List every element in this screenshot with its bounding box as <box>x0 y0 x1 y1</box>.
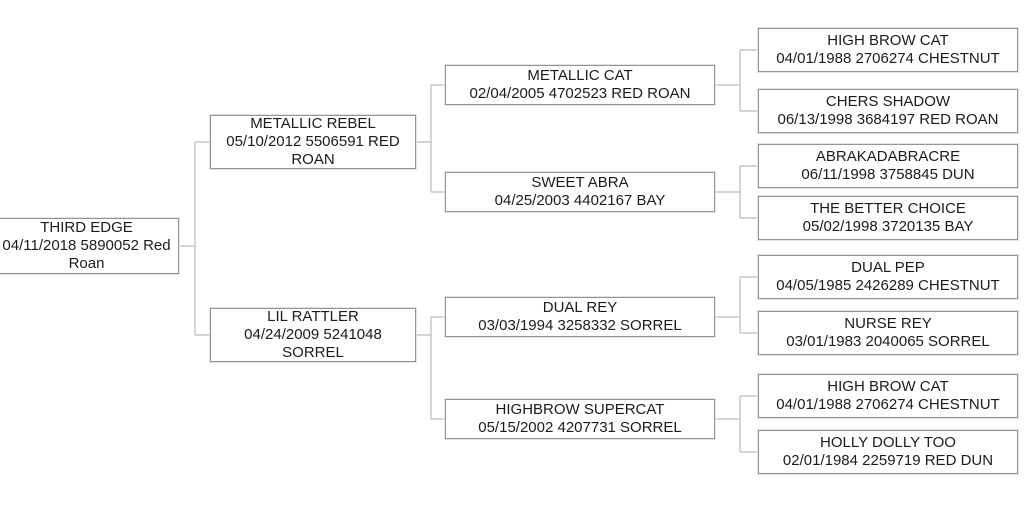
connector-subject-to-parents <box>178 141 211 336</box>
pedigree-node-dam: LIL RATTLER 04/24/2009 5241048 SORREL <box>210 308 416 362</box>
horse-name: DUAL PEP <box>851 259 925 276</box>
horse-name: CHERS SHADOW <box>825 93 951 110</box>
horse-details: 05/02/1998 3720135 BAY <box>802 218 974 235</box>
horse-name: HIGHBROW SUPERCAT <box>495 401 665 418</box>
horse-name: ABRAKADABRACRE <box>815 148 961 165</box>
connector-metallic-cat-to-parents <box>715 49 759 112</box>
horse-details: 06/11/1998 3758845 DUN <box>801 166 975 183</box>
horse-name: NURSE REY <box>844 315 932 332</box>
horse-details: 03/03/1994 3258332 SORREL <box>478 317 682 334</box>
horse-details: 06/13/1998 3684197 RED ROAN <box>777 111 999 128</box>
horse-name: SWEET ABRA <box>531 174 629 191</box>
horse-details: 04/24/2009 5241048 SORREL <box>244 326 382 361</box>
connector-dual-rey-to-parents <box>715 276 759 334</box>
horse-details: 04/11/2018 5890052 Red Roan <box>2 237 171 272</box>
connector-dam-to-grandparents <box>416 316 446 420</box>
horse-details: 04/05/1985 2426289 CHESTNUT <box>776 277 1000 294</box>
horse-name: LIL RATTLER <box>267 308 359 325</box>
pedigree-node-gen4-6: NURSE REY 03/01/1983 2040065 SORREL <box>758 311 1018 355</box>
horse-name: HIGH BROW CAT <box>827 32 949 49</box>
horse-name: HIGH BROW CAT <box>827 378 949 395</box>
pedigree-node-gen4-8: HOLLY DOLLY TOO 02/01/1984 2259719 RED D… <box>758 430 1018 474</box>
pedigree-node-sire-sire: METALLIC CAT 02/04/2005 4702523 RED ROAN <box>445 65 715 105</box>
horse-details: 04/01/1988 2706274 CHESTNUT <box>776 50 1000 67</box>
horse-name: THIRD EDGE <box>40 219 133 236</box>
horse-name: METALLIC REBEL <box>250 115 376 132</box>
connector-sire-to-grandparents <box>416 84 446 193</box>
pedigree-node-gen4-5: DUAL PEP 04/05/1985 2426289 CHESTNUT <box>758 255 1018 299</box>
pedigree-node-gen4-7: HIGH BROW CAT 04/01/1988 2706274 CHESTNU… <box>758 374 1018 418</box>
pedigree-node-dam-sire: DUAL REY 03/03/1994 3258332 SORREL <box>445 297 715 337</box>
horse-name: DUAL REY <box>542 299 618 316</box>
pedigree-node-gen4-3: ABRAKADABRACRE 06/11/1998 3758845 DUN <box>758 144 1018 188</box>
horse-details: 02/04/2005 4702523 RED ROAN <box>469 85 691 102</box>
horse-details: 05/10/2012 5506591 RED ROAN <box>226 133 400 168</box>
pedigree-node-dam-dam: HIGHBROW SUPERCAT 05/15/2002 4207731 SOR… <box>445 399 715 439</box>
horse-details: 02/01/1984 2259719 RED DUN <box>782 452 994 469</box>
horse-name: HOLLY DOLLY TOO <box>820 434 956 451</box>
pedigree-node-gen4-1: HIGH BROW CAT 04/01/1988 2706274 CHESTNU… <box>758 28 1018 72</box>
horse-details: 04/25/2003 4402167 BAY <box>494 192 666 209</box>
pedigree-node-sire-dam: SWEET ABRA 04/25/2003 4402167 BAY <box>445 172 715 212</box>
horse-details: 04/01/1988 2706274 CHESTNUT <box>776 396 1000 413</box>
pedigree-node-subject: THIRD EDGE 04/11/2018 5890052 Red Roan <box>0 218 179 274</box>
horse-name: THE BETTER CHOICE <box>810 200 966 217</box>
pedigree-node-sire: METALLIC REBEL 05/10/2012 5506591 RED RO… <box>210 115 416 169</box>
connector-highbrow-supercat-to-parents <box>715 395 759 453</box>
horse-details: 05/15/2002 4207731 SORREL <box>478 419 682 436</box>
pedigree-node-gen4-2: CHERS SHADOW 06/13/1998 3684197 RED ROAN <box>758 89 1018 133</box>
horse-details: 03/01/1983 2040065 SORREL <box>786 333 990 350</box>
connector-sweet-abra-to-parents <box>715 165 759 219</box>
pedigree-node-gen4-4: THE BETTER CHOICE 05/02/1998 3720135 BAY <box>758 196 1018 240</box>
horse-name: METALLIC CAT <box>527 67 633 84</box>
